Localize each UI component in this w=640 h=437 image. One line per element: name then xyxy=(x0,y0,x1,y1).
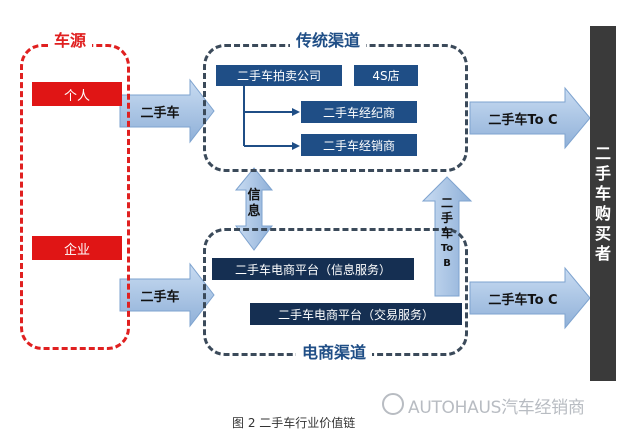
dealer-4s: 4S店 xyxy=(354,65,418,86)
wechat-icon xyxy=(382,393,404,415)
broker: 二手车经纪商 xyxy=(301,101,417,123)
info-service-platform: 二手车电商平台（信息服务） xyxy=(212,258,414,280)
buyer-char: 者 xyxy=(594,243,611,263)
label-info-flow: 信 息 xyxy=(246,188,262,220)
figure-caption: 图 2 二手车行业价值链 xyxy=(232,416,356,430)
used-car-buyer: 二 手 车 购 买 者 xyxy=(590,26,616,381)
distributor: 二手车经销商 xyxy=(301,134,417,156)
arrow-traditional-to-buyer xyxy=(469,86,591,150)
label-ecommerce-to-buyer: 二手车To C xyxy=(488,292,558,308)
ecommerce-channel-region xyxy=(203,228,468,356)
source-enterprise: 企业 xyxy=(32,236,122,260)
label-traditional-to-buyer: 二手车To C xyxy=(488,112,558,128)
label-to-b: 二 手 车 To B xyxy=(437,196,457,271)
info-char: 息 xyxy=(247,204,261,219)
label-source-to-ecommerce: 二手车 xyxy=(140,289,180,305)
to-b-char: 手 xyxy=(440,211,453,225)
source-title: 车源 xyxy=(48,31,93,51)
buyer-char: 手 xyxy=(594,163,611,183)
auction-company: 二手车拍卖公司 xyxy=(216,65,342,86)
watermark-text: AUTOHAUS汽车经销商 xyxy=(408,398,585,418)
trade-service-platform: 二手车电商平台（交易服务） xyxy=(250,303,462,325)
arrow-source-to-traditional xyxy=(119,78,215,144)
buyer-char: 车 xyxy=(594,183,611,203)
buyer-char: 购 xyxy=(594,203,611,223)
arrow-source-to-ecommerce xyxy=(119,262,215,328)
auction-connectors xyxy=(243,84,292,147)
to-b-char: B xyxy=(443,258,451,269)
arrow-ecommerce-to-buyer xyxy=(469,266,591,330)
source-individual: 个人 xyxy=(32,82,122,106)
buyer-char: 二 xyxy=(594,143,611,163)
buyer-char: 买 xyxy=(594,223,611,243)
to-b-char: 车 xyxy=(440,226,453,240)
ecommerce-title: 电商渠道 xyxy=(296,343,373,363)
info-char: 信 xyxy=(247,188,261,203)
to-b-char: 二 xyxy=(440,196,453,210)
label-source-to-traditional: 二手车 xyxy=(140,105,180,121)
to-b-char: To xyxy=(440,243,454,254)
traditional-title: 传统渠道 xyxy=(290,31,367,51)
